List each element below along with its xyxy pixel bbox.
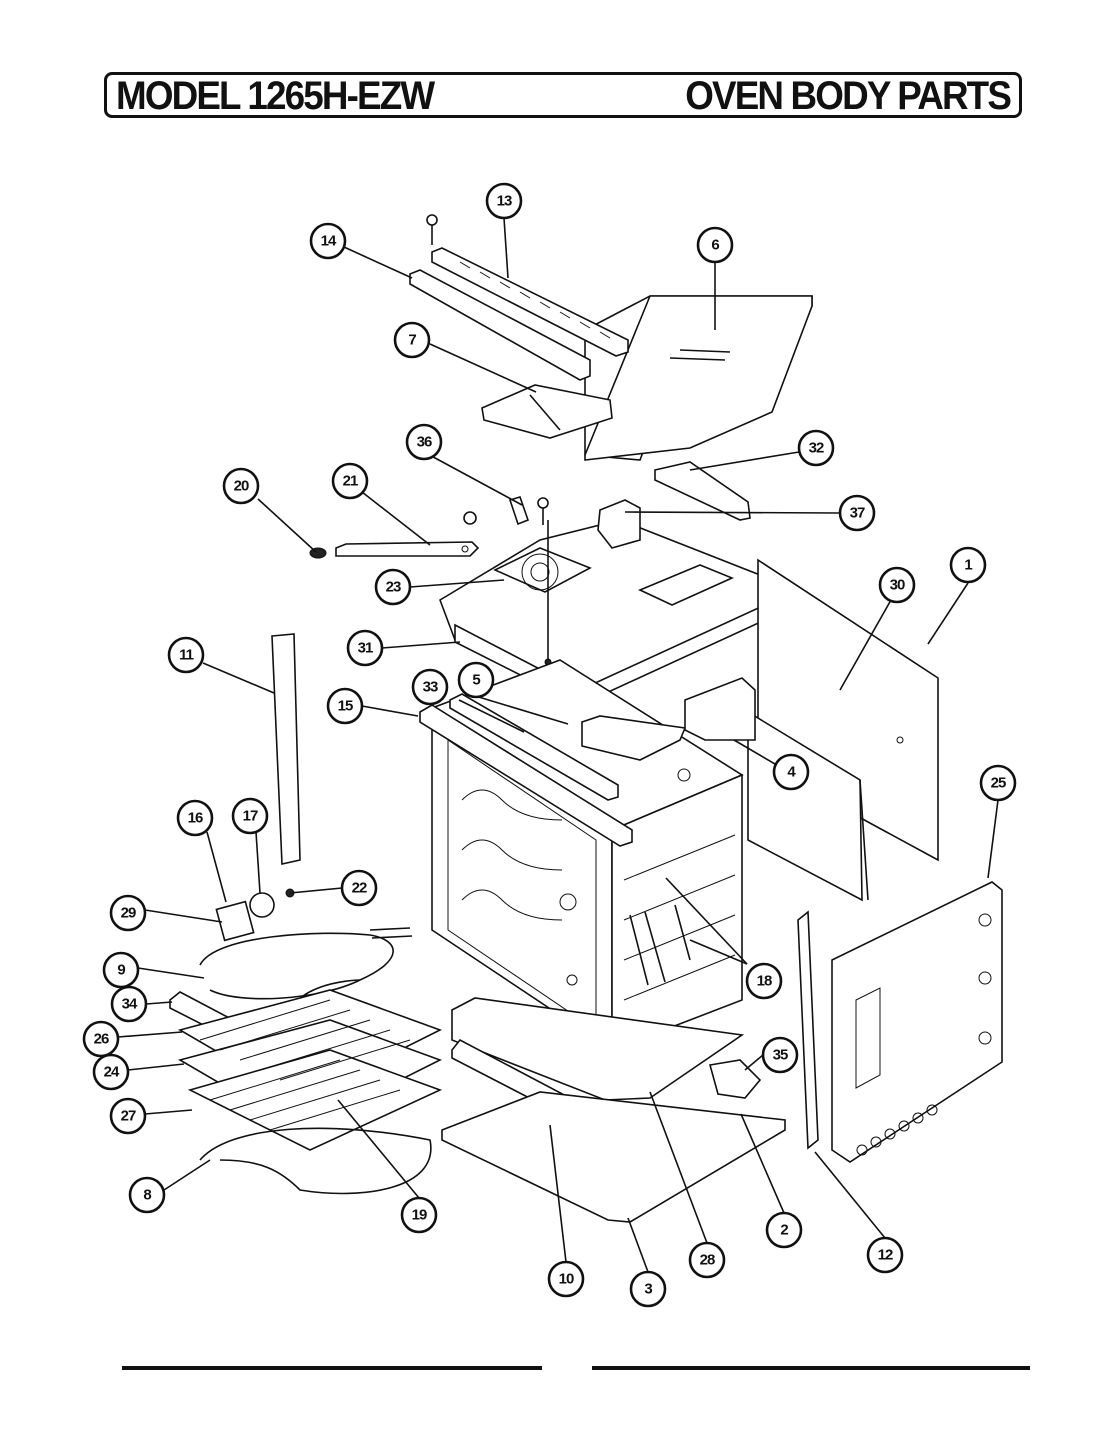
callout-6: 6 — [696, 226, 734, 264]
callout-7: 7 — [393, 321, 431, 359]
svg-text:31: 31 — [358, 640, 373, 657]
section-title: OVEN BODY PARTS — [685, 74, 1012, 118]
part-vent-bracket — [409, 214, 629, 381]
callout-29: 29 — [109, 894, 147, 932]
callout-22: 22 — [340, 869, 378, 907]
callout-27: 27 — [109, 1097, 147, 1135]
svg-text:20: 20 — [234, 478, 249, 495]
svg-text:26: 26 — [94, 1031, 109, 1048]
callout-23: 23 — [374, 568, 412, 606]
header-frame — [104, 72, 1022, 118]
svg-text:8: 8 — [143, 1187, 151, 1204]
part-small-fittings — [309, 496, 549, 559]
svg-text:6: 6 — [711, 237, 719, 254]
callout-25: 25 — [979, 764, 1017, 802]
svg-text:25: 25 — [991, 775, 1006, 792]
callout-12: 12 — [866, 1236, 904, 1274]
callout-33: 33 — [411, 668, 449, 706]
callout-28: 28 — [688, 1241, 726, 1279]
callout-36: 36 — [405, 423, 443, 461]
svg-text:32: 32 — [809, 440, 824, 457]
svg-text:21: 21 — [343, 473, 358, 490]
callout-2: 2 — [765, 1211, 803, 1249]
svg-text:12: 12 — [878, 1247, 893, 1264]
part-insulation-pad — [481, 384, 613, 439]
svg-text:37: 37 — [850, 505, 865, 522]
part-racks-and-elements — [169, 633, 691, 1195]
leader-lines — [117, 217, 999, 1273]
callout-14: 14 — [309, 222, 347, 260]
callout-5: 5 — [457, 661, 495, 699]
svg-text:4: 4 — [787, 764, 796, 781]
callout-31: 31 — [346, 629, 384, 667]
svg-text:11: 11 — [179, 647, 194, 664]
callout-37: 37 — [838, 494, 876, 532]
callout-32: 32 — [797, 429, 835, 467]
svg-text:15: 15 — [338, 698, 353, 715]
svg-text:7: 7 — [408, 332, 416, 349]
callout-9: 9 — [102, 951, 140, 989]
callout-17: 17 — [231, 797, 269, 835]
callout-16: 16 — [176, 799, 214, 837]
svg-text:5: 5 — [472, 672, 480, 689]
svg-text:24: 24 — [104, 1064, 120, 1081]
part-oven-bottom — [441, 997, 786, 1223]
callout-10: 10 — [547, 1260, 585, 1298]
svg-text:1: 1 — [964, 557, 972, 574]
part-front-frame-rails — [419, 693, 687, 847]
svg-text:9: 9 — [117, 962, 125, 979]
callout-3: 3 — [629, 1270, 667, 1308]
svg-text:17: 17 — [243, 808, 258, 825]
svg-text:13: 13 — [497, 193, 512, 210]
svg-text:23: 23 — [386, 579, 401, 596]
svg-text:22: 22 — [352, 880, 367, 897]
callout-1: 1 — [949, 546, 987, 584]
callout-19: 19 — [400, 1196, 438, 1234]
svg-text:19: 19 — [412, 1207, 427, 1224]
footer-rule-left — [122, 1366, 542, 1370]
part-top-panel — [584, 295, 813, 461]
part-right-rail-and-panel — [797, 881, 1003, 1163]
svg-text:27: 27 — [121, 1108, 136, 1125]
callout-30: 30 — [878, 566, 916, 604]
callout-35: 35 — [761, 1036, 799, 1074]
svg-text:34: 34 — [122, 996, 138, 1013]
callout-15: 15 — [326, 687, 364, 725]
callout-24: 24 — [92, 1053, 130, 1091]
svg-text:18: 18 — [757, 973, 772, 990]
callout-26: 26 — [82, 1020, 120, 1058]
svg-text:29: 29 — [121, 905, 136, 922]
svg-text:2: 2 — [780, 1222, 788, 1239]
callout-13: 13 — [485, 182, 523, 220]
svg-text:30: 30 — [890, 577, 905, 594]
svg-text:33: 33 — [423, 679, 438, 696]
callout-20: 20 — [222, 467, 260, 505]
callout-18: 18 — [745, 962, 783, 1000]
svg-text:35: 35 — [773, 1047, 788, 1064]
footer-rule-right — [592, 1366, 1030, 1370]
svg-text:14: 14 — [321, 233, 337, 250]
svg-text:16: 16 — [188, 810, 203, 827]
svg-text:28: 28 — [700, 1252, 715, 1269]
model-title: MODEL 1265H-EZW — [116, 74, 435, 118]
callout-21: 21 — [331, 462, 369, 500]
callout-8: 8 — [128, 1176, 166, 1214]
svg-text:10: 10 — [559, 1271, 574, 1288]
callout-34: 34 — [110, 985, 148, 1023]
svg-text:3: 3 — [644, 1281, 652, 1298]
callout-4: 4 — [772, 753, 810, 791]
svg-text:36: 36 — [417, 434, 432, 451]
callout-11: 11 — [167, 636, 205, 674]
part-rear-bracket — [654, 461, 751, 521]
